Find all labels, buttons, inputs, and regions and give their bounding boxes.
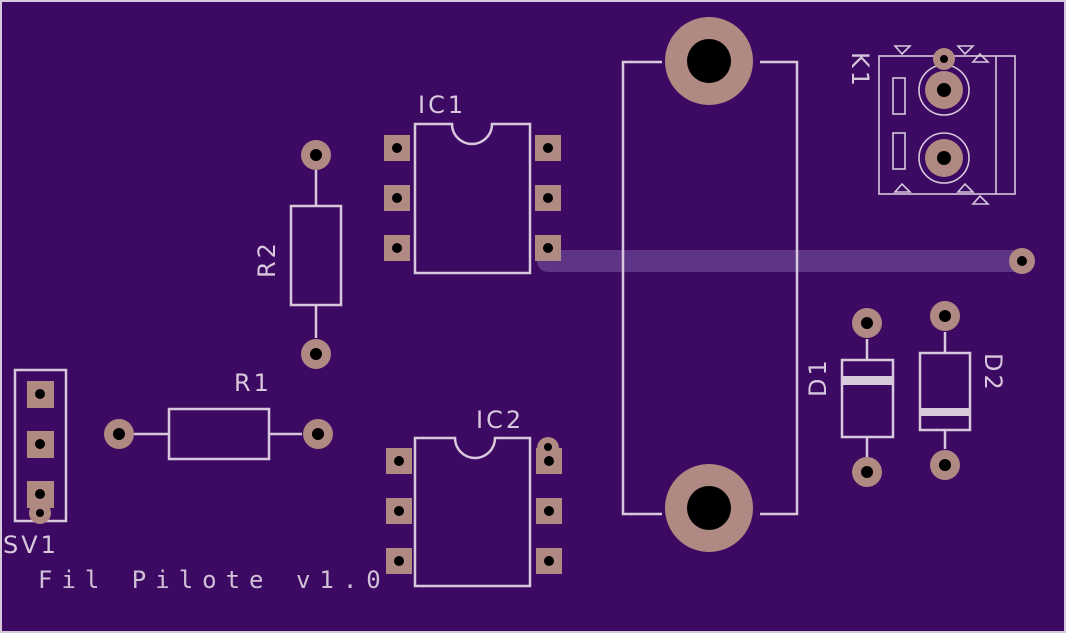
- large-component: [621, 17, 799, 552]
- sv1-label: SV1: [3, 531, 59, 559]
- k1-label: K1: [846, 52, 874, 89]
- r2-footprint: R2: [253, 140, 343, 369]
- sv1-footprint: SV1: [3, 368, 68, 559]
- ic2-label: IC2: [476, 406, 524, 434]
- d2-footprint: D2: [918, 301, 1007, 480]
- d2-label: D2: [979, 353, 1007, 393]
- ic1-footprint: IC1: [384, 91, 561, 275]
- d1-label: D1: [804, 357, 832, 397]
- r1-label: R1: [234, 369, 272, 397]
- r1-footprint: R1: [104, 369, 333, 461]
- r2-label: R2: [253, 240, 281, 278]
- d1-footprint: D1: [804, 308, 895, 487]
- k1-footprint: K1: [846, 45, 1016, 205]
- ic1-label: IC1: [418, 91, 466, 119]
- board-title: Fil Pilote v1.0: [38, 566, 390, 594]
- ic2-footprint: IC2: [386, 406, 562, 588]
